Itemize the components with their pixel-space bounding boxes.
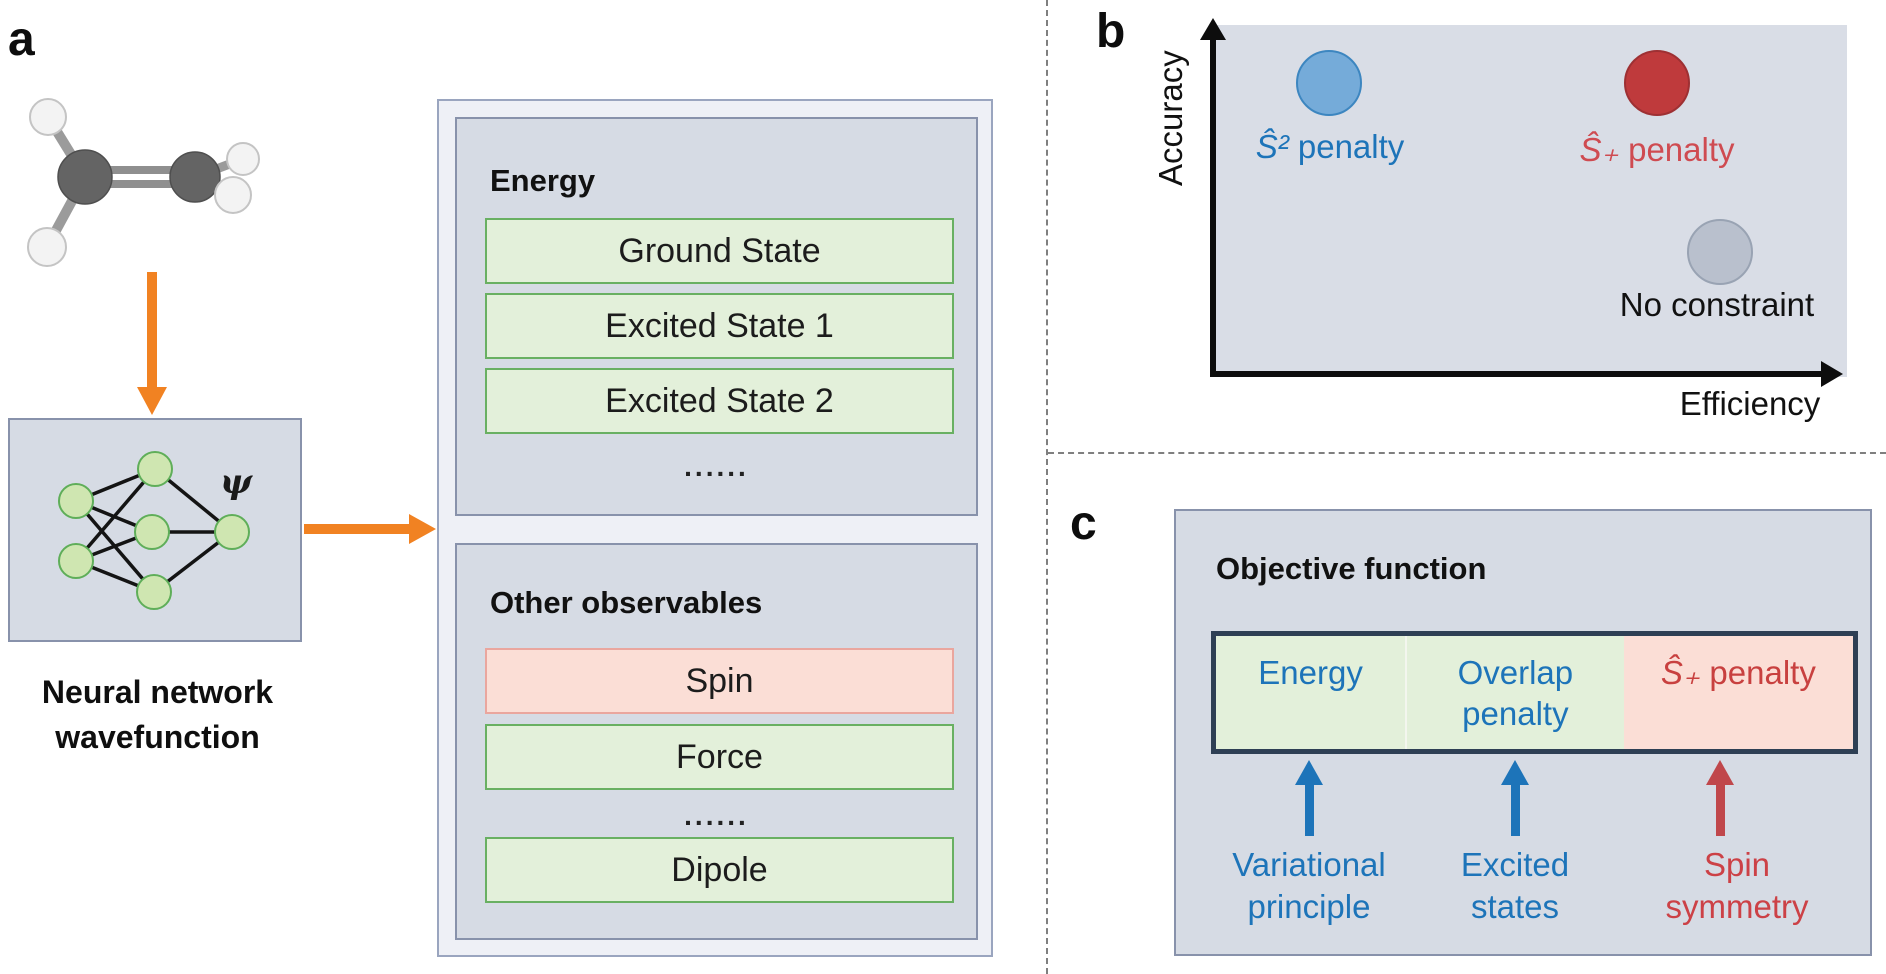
splus-penalty-label: Ŝ₊ penalty	[1557, 130, 1757, 169]
arrow-down-icon	[137, 272, 167, 415]
no-constraint-point	[1687, 219, 1753, 285]
spin-line2: symmetry	[1665, 888, 1809, 925]
x-axis-arrowhead-icon	[1821, 361, 1843, 387]
horizontal-divider	[1048, 452, 1886, 454]
no-constraint-label: No constraint	[1619, 286, 1815, 323]
spin-arrow-icon	[1716, 783, 1725, 836]
observables-ellipsis: ......	[684, 800, 749, 831]
panel-c-letter: c	[1070, 497, 1097, 550]
variational-arrow-head-icon	[1295, 760, 1323, 785]
panel-a-letter: a	[8, 13, 35, 66]
energy-box: Energy Ground State Excited State 1 Exci…	[455, 117, 978, 516]
variational-line2: principle	[1247, 888, 1371, 925]
y-axis-arrowhead-icon	[1200, 18, 1226, 40]
psi-symbol: ψ	[220, 462, 253, 502]
energy-row-excited-1: Excited State 1	[485, 293, 954, 359]
energy-row-excited-2: Excited State 2	[485, 368, 954, 434]
objective-splus-word: penalty	[1700, 654, 1816, 691]
excited-arrow-icon	[1511, 783, 1520, 836]
objective-seg-energy: Energy	[1216, 636, 1408, 749]
variational-arrow-icon	[1305, 783, 1314, 836]
y-axis-label: Accuracy	[1152, 50, 1189, 186]
s2-penalty-point	[1296, 50, 1362, 116]
variational-principle-label: Variational principle	[1209, 844, 1409, 928]
splus-penalty-point	[1624, 50, 1690, 116]
molecule-icon	[27, 98, 260, 267]
objective-function-bar: Energy Overlap penalty Ŝ₊ penalty	[1211, 631, 1858, 754]
observables-row-spin: Spin	[485, 648, 954, 714]
neural-network-diagram	[58, 451, 250, 610]
observables-row-force: Force	[485, 724, 954, 790]
observables-box: Other observables Spin Force ...... Dipo…	[455, 543, 978, 940]
energy-ellipsis: ......	[684, 451, 749, 482]
x-axis-label: Efficiency	[1679, 385, 1821, 422]
arrow-right-icon	[304, 514, 436, 544]
x-axis	[1210, 371, 1823, 377]
splus-hat-symbol: Ŝ₊	[1579, 131, 1619, 168]
objective-seg-overlap-line2: penalty	[1462, 695, 1569, 732]
objective-seg-overlap-line1: Overlap	[1457, 654, 1574, 691]
y-axis	[1210, 38, 1216, 377]
objective-function-panel: Objective function Energy Overlap penalt…	[1174, 509, 1872, 956]
objective-splus-hat-symbol: Ŝ₊	[1660, 654, 1701, 691]
splus-penalty-word: penalty	[1618, 131, 1735, 168]
s2-penalty-word: penalty	[1288, 128, 1405, 165]
s2-penalty-label: Ŝ² penalty	[1230, 128, 1430, 166]
spin-arrow-head-icon	[1706, 760, 1734, 785]
excited-line2: states	[1470, 888, 1560, 925]
energy-row-ground-state: Ground State	[485, 218, 954, 284]
nn-caption-line2: wavefunction	[55, 719, 260, 755]
observables-row-dipole: Dipole	[485, 837, 954, 903]
spin-symmetry-label: Spin symmetry	[1627, 844, 1847, 928]
energy-box-title: Energy	[490, 163, 596, 198]
objective-seg-overlap: Overlap penalty	[1407, 636, 1624, 749]
variational-line1: Variational	[1232, 846, 1386, 883]
excited-line1: Excited	[1460, 846, 1570, 883]
observables-box-title: Other observables	[490, 585, 763, 620]
vertical-divider	[1046, 0, 1048, 974]
panel-b-letter: b	[1096, 5, 1126, 58]
excited-arrow-head-icon	[1501, 760, 1529, 785]
excited-states-label: Excited states	[1425, 844, 1605, 928]
s2-hat-symbol: Ŝ²	[1255, 128, 1289, 165]
objective-seg-splus: Ŝ₊ penalty	[1623, 636, 1853, 749]
spin-line1: Spin	[1703, 846, 1771, 883]
neural-network-box: ψ	[8, 418, 302, 642]
objective-function-title: Objective function	[1216, 551, 1487, 586]
nn-caption-line1: Neural network	[41, 674, 274, 710]
nn-caption: Neural network wavefunction	[5, 670, 310, 760]
